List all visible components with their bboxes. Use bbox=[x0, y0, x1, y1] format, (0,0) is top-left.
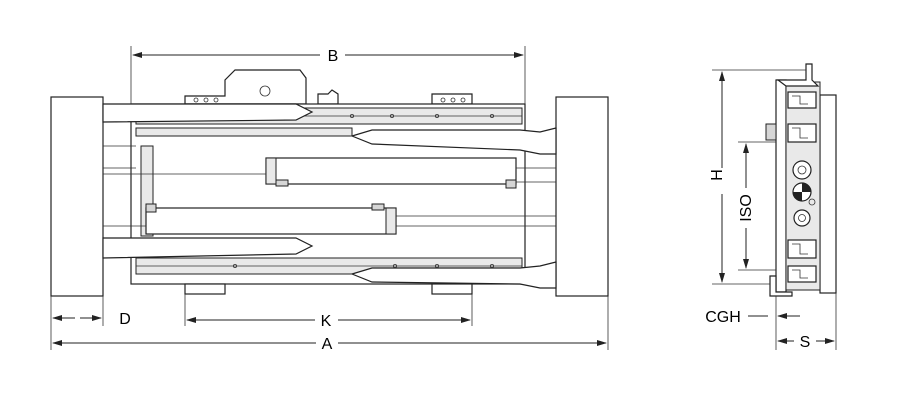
right-top-bracket bbox=[431, 93, 473, 105]
left-end-plate bbox=[50, 96, 104, 297]
dimension-iso: ISO bbox=[738, 141, 776, 271]
lower-cylinder bbox=[145, 207, 397, 235]
dimension-label-b: B bbox=[328, 48, 339, 65]
top-view bbox=[50, 69, 609, 297]
upper-cylinder bbox=[265, 157, 517, 185]
bottom-bracket-right bbox=[431, 283, 473, 295]
dimension-label-a: A bbox=[322, 336, 333, 353]
side-lower-hook-upper bbox=[765, 123, 777, 141]
dimension-s: S bbox=[775, 293, 837, 351]
bracket-bolt-icon bbox=[259, 85, 271, 97]
dimension-label-k: K bbox=[321, 313, 332, 330]
slim-rail-upper bbox=[135, 127, 353, 137]
side-top-hook bbox=[776, 63, 820, 87]
right-end-plate bbox=[555, 96, 609, 297]
dimension-label-h: H bbox=[709, 169, 726, 181]
dimension-b: B bbox=[130, 46, 526, 104]
dimension-d: D bbox=[50, 296, 131, 350]
dimension-label-s: S bbox=[800, 334, 811, 351]
dimension-a: A bbox=[52, 296, 609, 353]
dimension-cgh: CGH bbox=[705, 309, 800, 326]
dimension-h: H bbox=[709, 69, 806, 285]
side-cylinder-bottom-icon bbox=[793, 209, 811, 227]
side-cylinder-top-icon bbox=[792, 160, 812, 180]
upper-right-fork-arm bbox=[350, 127, 557, 155]
bottom-bracket-left bbox=[184, 283, 226, 295]
upper-left-fork-arm bbox=[102, 103, 314, 123]
side-view bbox=[765, 63, 837, 297]
dimension-label-d: D bbox=[119, 311, 131, 328]
side-fork-plate bbox=[819, 94, 837, 294]
side-back-plate bbox=[775, 79, 787, 293]
lower-right-fork-arm bbox=[350, 261, 557, 289]
dimension-label-iso: ISO bbox=[738, 194, 755, 222]
side-bottom-hook bbox=[769, 275, 793, 297]
dimension-label-cgh: CGH bbox=[705, 309, 741, 326]
dimension-k: K bbox=[184, 294, 473, 330]
lower-left-fork-arm bbox=[102, 237, 314, 259]
top-hook-bracket bbox=[184, 69, 307, 105]
small-bracket bbox=[317, 89, 339, 105]
